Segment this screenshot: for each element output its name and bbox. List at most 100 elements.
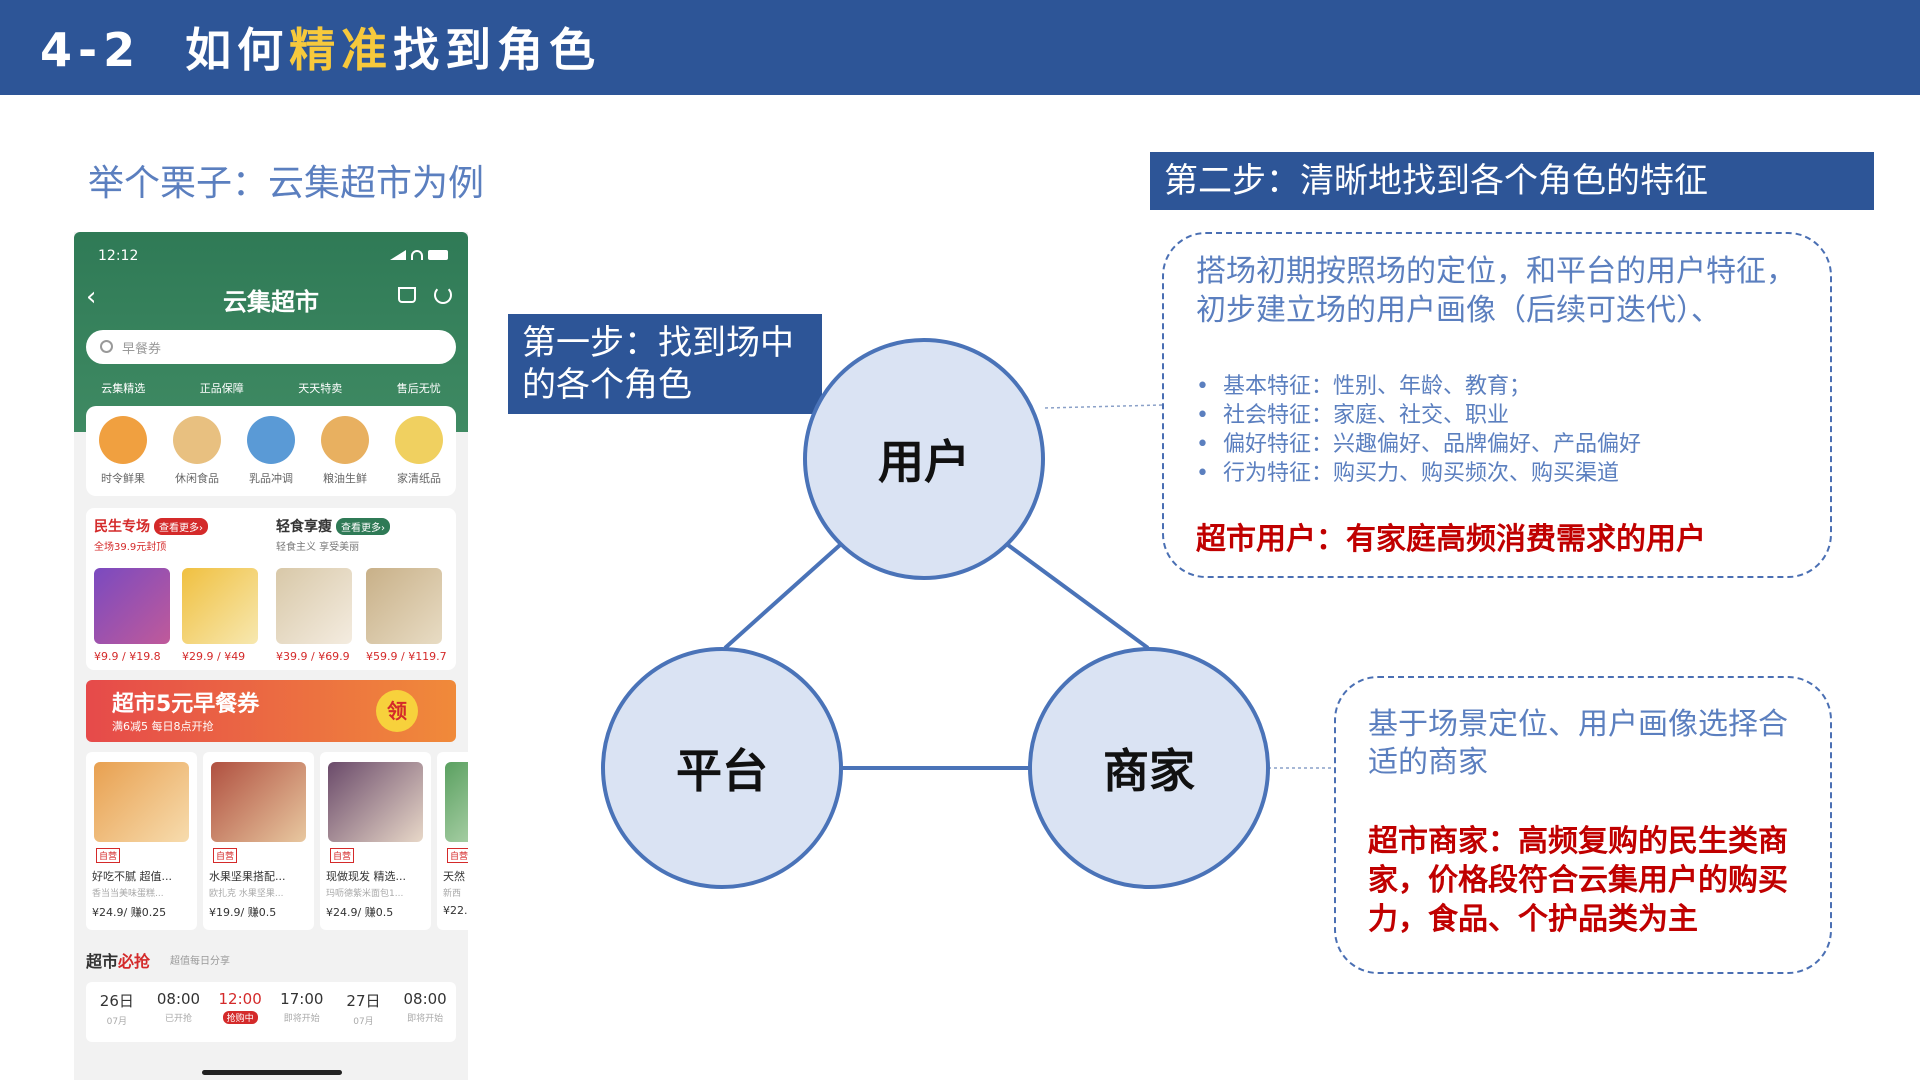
- category-item[interactable]: 休闲食品: [162, 416, 232, 496]
- category-label: 家清纸品: [397, 472, 441, 485]
- list-item: 偏好特征：兴趣偏好、品牌偏好、产品偏好: [1196, 430, 1796, 459]
- battery-icon: [428, 250, 448, 260]
- goods-name: 现做现发 精选...: [326, 870, 406, 883]
- time-tab[interactable]: 27日 07月: [333, 990, 393, 1042]
- list-item: 社会特征：家庭、社交、职业: [1196, 401, 1796, 430]
- self-operated-badge: 自营: [213, 848, 238, 863]
- snack-icon: [173, 416, 221, 464]
- promo-title: 民生专场查看更多›: [94, 516, 274, 536]
- category-label: 时令鲜果: [101, 472, 145, 485]
- step-2-label: 第二步：清晰地找到各个角色的特征: [1150, 152, 1874, 210]
- time-status: 07月: [353, 1017, 374, 1027]
- goods-price: ¥22.: [443, 904, 468, 917]
- goods-price: ¥19.9/ 赚0.5: [209, 906, 277, 919]
- time-status: 已开抢: [164, 1014, 192, 1024]
- home-indicator: [202, 1070, 342, 1075]
- goods-desc: 香当当美味蛋糕...: [92, 889, 164, 899]
- flash-title-a: 超市: [86, 952, 119, 971]
- goods-image: [445, 762, 468, 842]
- goods-card[interactable]: 自营 水果坚果搭配... 欧扎克 水果坚果... ¥19.9/ 赚0.5: [203, 752, 314, 930]
- product-image[interactable]: [366, 568, 442, 644]
- search-icon: [100, 340, 113, 353]
- merchant-feature-box: 基于场景定位、用户画像选择合适的商家 超市商家：高频复购的民生类商家，价格段符合…: [1334, 676, 1832, 974]
- goods-card[interactable]: 自营 现做现发 精选... 玛呖德紫米面包1... ¥24.9/ 赚0.5: [320, 752, 431, 930]
- app-title: 云集超市: [223, 288, 319, 316]
- flash-sale-title: 超市必抢: [86, 948, 150, 972]
- title-part-1: 如何: [185, 23, 290, 77]
- self-operated-badge: 自营: [96, 848, 121, 863]
- merchant-node-label: 商家: [1103, 744, 1195, 798]
- user-node-label: 用户: [878, 435, 970, 489]
- search-input[interactable]: 早餐券: [86, 330, 456, 364]
- promo-subtitle: 轻食主义 享受美丽: [276, 542, 360, 553]
- see-more-button[interactable]: 查看更多›: [154, 518, 208, 535]
- claim-coupon-button[interactable]: 领: [376, 690, 418, 732]
- goods-name: 水果坚果搭配...: [209, 870, 286, 883]
- time-value: 27日: [346, 992, 381, 1010]
- user-feature-description: 搭场初期按照场的定位，和平台的用户特征，初步建立场的用户画像（后续可迭代）、: [1196, 254, 1796, 328]
- category-item[interactable]: 粮油生鲜: [310, 416, 380, 496]
- category-item[interactable]: 家清纸品: [384, 416, 454, 496]
- tissue-icon: [395, 416, 443, 464]
- promo-subtitle: 全场39.9元封顶: [94, 542, 167, 553]
- goods-desc: 欧扎克 水果坚果...: [209, 889, 284, 899]
- share-icon[interactable]: [434, 286, 452, 304]
- promo-left[interactable]: 民生专场查看更多› 全场39.9元封顶: [94, 516, 274, 553]
- time-value: 26日: [99, 992, 134, 1010]
- edge-platform-user: [723, 543, 842, 650]
- goods-image: [328, 762, 423, 842]
- section-number: 4-2: [40, 23, 142, 77]
- user-node: [803, 338, 1045, 580]
- example-intro: 举个栗子：云集超市为例: [88, 163, 485, 204]
- cart-icon[interactable]: [398, 287, 416, 303]
- fruit-icon: [99, 416, 147, 464]
- back-icon[interactable]: ‹: [86, 282, 97, 312]
- time-value: 12:00: [218, 990, 262, 1008]
- product-image[interactable]: [276, 568, 352, 644]
- time-value: 17:00: [280, 990, 324, 1008]
- time-tab[interactable]: 17:00 即将开始: [272, 990, 332, 1042]
- page-title: 4-2 如何精准找到角色: [40, 14, 601, 80]
- time-tab[interactable]: 26日 07月: [87, 990, 147, 1042]
- product-image[interactable]: [94, 568, 170, 644]
- dairy-icon: [247, 416, 295, 464]
- time-status: 即将开始: [283, 1014, 320, 1024]
- goods-image: [211, 762, 306, 842]
- goods-name: 好吃不腻 超值...: [92, 870, 172, 883]
- category-item[interactable]: 时令鲜果: [88, 416, 158, 496]
- flash-title-b: 必抢: [118, 952, 151, 971]
- tag: 天天特卖: [298, 382, 343, 395]
- see-more-button[interactable]: 查看更多›: [336, 518, 390, 535]
- user-feature-box: 搭场初期按照场的定位，和平台的用户特征，初步建立场的用户画像（后续可迭代）、 基…: [1162, 232, 1832, 578]
- platform-node: [601, 647, 843, 889]
- time-value: 08:00: [403, 990, 447, 1008]
- promo-title-text: 轻食享瘦: [276, 519, 332, 535]
- service-tags: 云集精选 正品保障 天天特卖 售后无忧: [74, 380, 468, 396]
- promo-title: 轻食享瘦查看更多›: [276, 516, 456, 536]
- goods-card[interactable]: 自营 天然 新西 ¥22.: [437, 752, 468, 930]
- search-placeholder: 早餐券: [122, 342, 162, 357]
- goods-price: ¥24.9/ 赚0.5: [326, 906, 394, 919]
- category-label: 乳品冲调: [249, 472, 293, 485]
- list-item: 行为特征：购买力、购买频次、购买渠道: [1196, 459, 1796, 488]
- goods-image: [94, 762, 189, 842]
- self-operated-badge: 自营: [330, 848, 355, 863]
- tag: 云集精选: [101, 382, 146, 395]
- status-time: 12:12: [98, 248, 139, 264]
- merchant-conclusion: 超市商家：高频复购的民生类商家，价格段符合云集用户的购买力，食品、个护品类为主: [1368, 824, 1788, 937]
- promo-right[interactable]: 轻食享瘦查看更多› 轻食主义 享受美丽: [276, 516, 456, 553]
- title-part-2: 找到角色: [393, 23, 602, 77]
- coupon-banner[interactable]: 超市5元早餐券 满6减5 每日8点开抢 领: [86, 680, 456, 742]
- time-status: 07月: [106, 1017, 128, 1027]
- goods-card[interactable]: 自营 好吃不腻 超值... 香当当美味蛋糕... ¥24.9/ 赚0.25: [86, 752, 197, 930]
- list-item: 基本特征：性别、年龄、教育；: [1196, 372, 1796, 401]
- category-item[interactable]: 乳品冲调: [236, 416, 306, 496]
- title-highlight: 精准: [289, 23, 394, 77]
- product-image[interactable]: [182, 568, 258, 644]
- time-status: 抢购中: [222, 1011, 258, 1024]
- time-tab-active[interactable]: 12:00 抢购中: [210, 990, 270, 1042]
- wifi-icon: [411, 250, 423, 260]
